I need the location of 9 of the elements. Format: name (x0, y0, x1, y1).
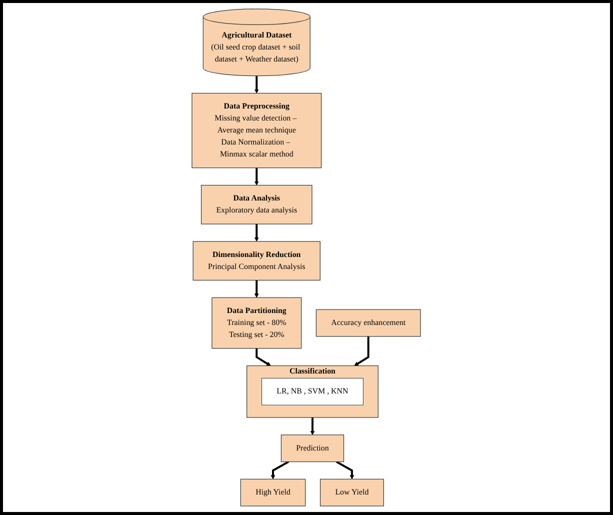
arrow (310, 417, 315, 436)
arrow (336, 460, 354, 480)
arrow (271, 460, 290, 480)
arrow (256, 348, 272, 366)
arrow (254, 76, 260, 94)
arrow (254, 168, 260, 186)
arrow (354, 336, 370, 366)
arrow (254, 280, 260, 298)
arrow (254, 224, 260, 242)
